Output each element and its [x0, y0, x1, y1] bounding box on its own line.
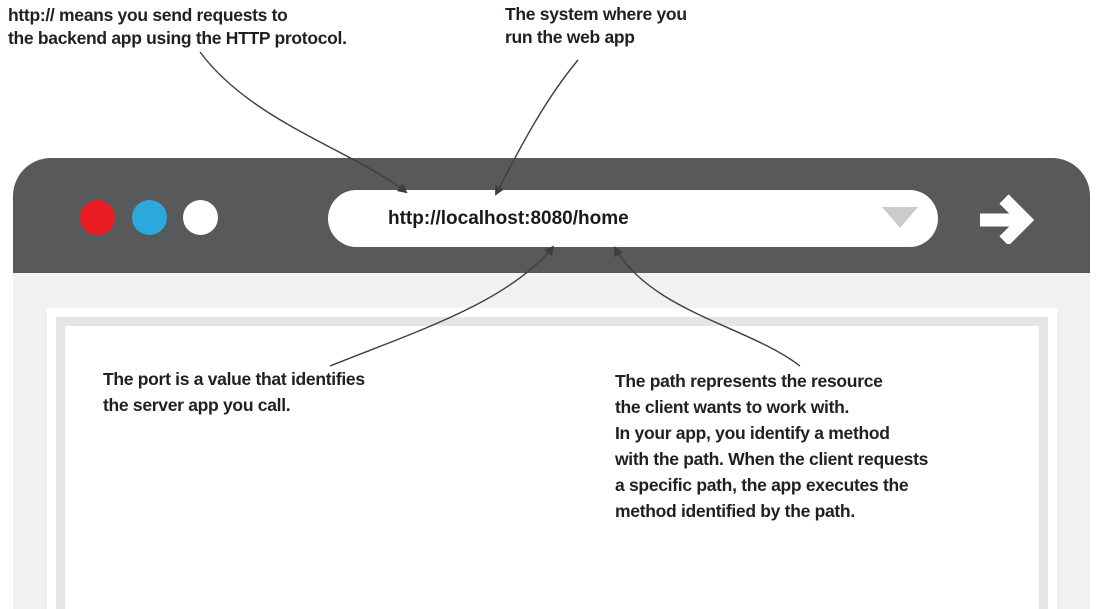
- go-arrow-icon[interactable]: [978, 194, 1040, 249]
- window-button-red[interactable]: [80, 200, 115, 235]
- url-text[interactable]: http://localhost:8080/home: [388, 208, 629, 229]
- browser-top-bar: http://localhost:8080/home: [13, 158, 1090, 273]
- annotation-protocol: http:// means you send requests to the b…: [8, 5, 347, 48]
- annotation-system: The system where you run the web app: [505, 4, 687, 47]
- address-bar[interactable]: http://localhost:8080/home: [328, 190, 938, 247]
- annotation-path: The path represents the resource the cli…: [615, 371, 929, 521]
- window-button-blue[interactable]: [132, 200, 167, 235]
- window-button-white[interactable]: [183, 200, 218, 235]
- annotation-port: The port is a value that identifies the …: [103, 369, 365, 415]
- go-arrow-glyph: [980, 194, 1035, 246]
- dropdown-triangle-icon[interactable]: [882, 207, 918, 228]
